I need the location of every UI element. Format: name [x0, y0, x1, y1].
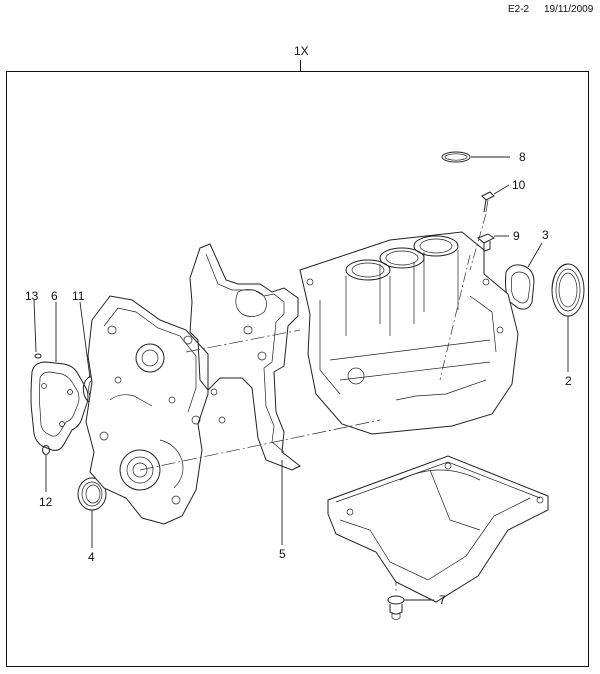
leader-13	[33, 299, 37, 353]
part-9-fitting	[477, 233, 495, 252]
engine-block	[299, 231, 519, 435]
assembly-quantity-label: 1X	[294, 44, 309, 58]
diagram-frame	[6, 71, 589, 667]
callout-5: 5	[279, 547, 286, 561]
part-13-small-seal	[34, 353, 42, 359]
timing-cover-housing	[85, 295, 209, 525]
callout-3: 3	[542, 228, 549, 242]
callout-2: 2	[565, 374, 572, 388]
part-7-drain-plug	[387, 595, 405, 620]
drawing-date: 19/11/2009	[544, 4, 594, 15]
callout-12: 12	[39, 495, 53, 509]
drawing-code: E2-2	[508, 4, 530, 15]
oil-pan	[327, 455, 549, 603]
assembly-leader	[300, 60, 301, 71]
leader-3	[527, 242, 543, 268]
part-12-small-seal	[42, 445, 50, 455]
callout-13: 13	[25, 289, 39, 303]
part-10-bolt	[481, 191, 495, 213]
part-6-cover-gasket	[30, 361, 89, 451]
part-2-rear-seal	[551, 263, 585, 317]
leader-10	[493, 184, 510, 195]
callout-7: 7	[439, 593, 446, 607]
callout-6: 6	[51, 289, 58, 303]
callout-10: 10	[512, 178, 526, 192]
part-8-seal-ring	[441, 151, 471, 163]
part-5-gasket	[189, 243, 301, 471]
callout-4: 4	[88, 550, 95, 564]
callout-11: 11	[72, 289, 85, 303]
callout-9: 9	[513, 229, 520, 243]
callout-8: 8	[519, 150, 526, 164]
leader-11	[79, 301, 91, 379]
